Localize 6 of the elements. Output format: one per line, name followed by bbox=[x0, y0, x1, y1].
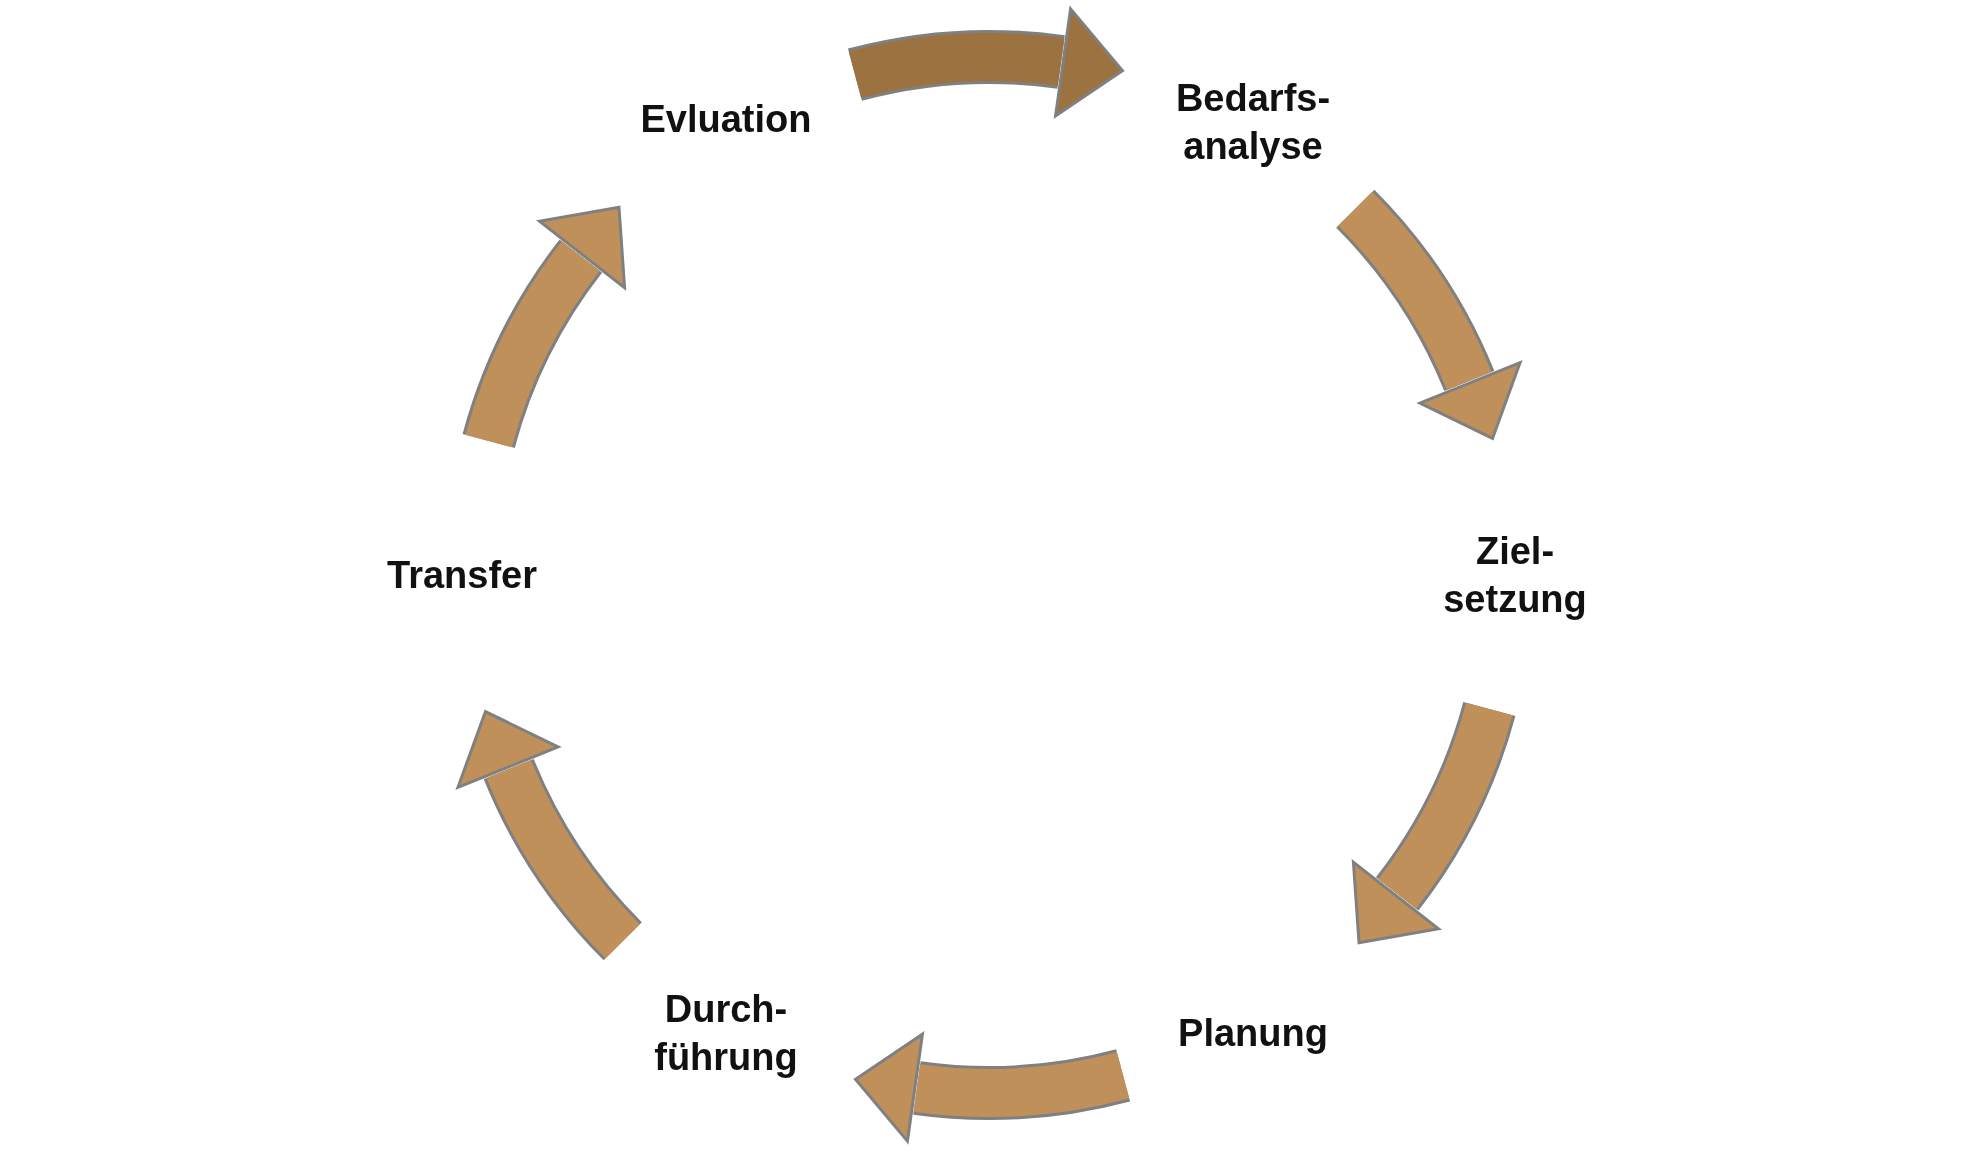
stage-label: Transfer bbox=[352, 551, 572, 599]
stage-label: Planung bbox=[1143, 1009, 1363, 1057]
stage-label: Bedarfs- analyse bbox=[1143, 74, 1363, 170]
stage-label: Evluation bbox=[616, 95, 836, 143]
stage-label: Durch- führung bbox=[616, 985, 836, 1081]
stage-label: Ziel- setzung bbox=[1405, 527, 1625, 623]
